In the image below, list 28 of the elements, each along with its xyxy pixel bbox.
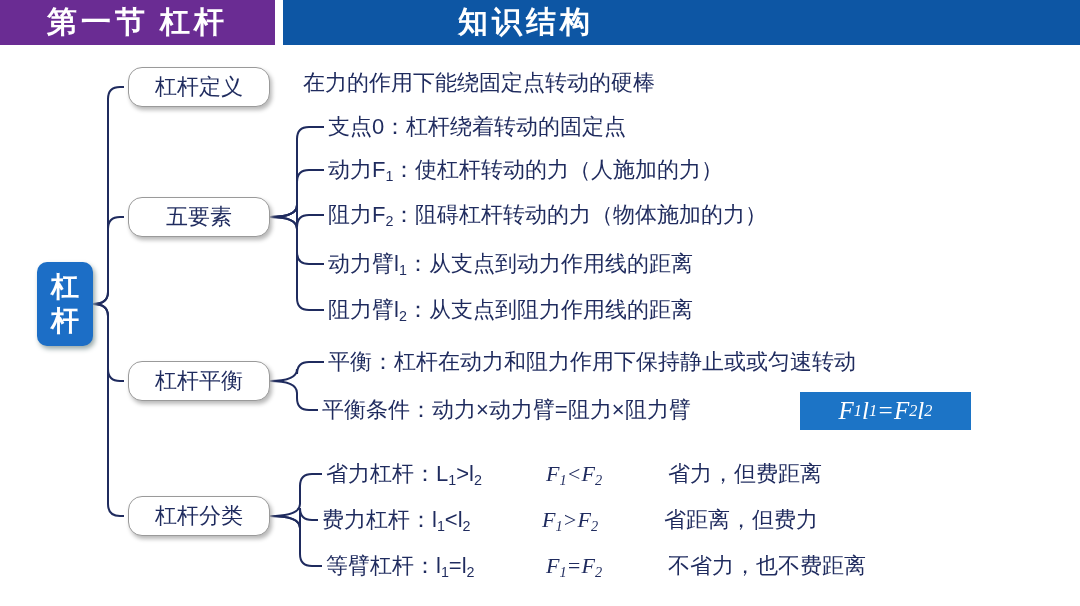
topic-box: 五要素 bbox=[128, 197, 270, 237]
formula-text: F$_{1}$>F$_{2}$ bbox=[542, 506, 599, 535]
topic-box: 杠杆分类 bbox=[128, 496, 270, 536]
definition-text: 阻力F$_{2}$：阻碍杠杆转动的力（物体施加的力） bbox=[328, 200, 768, 230]
formula-text: F$_{1}$<F$_{2}$ bbox=[546, 460, 603, 489]
note-text: 不省力，也不费距离 bbox=[668, 552, 866, 580]
condition-text: 费力杠杆：l$_{1}$<l$_{2}$ bbox=[322, 506, 471, 535]
definition-text: 平衡：杠杆在动力和阻力作用下保持静止或或匀速转动 bbox=[328, 347, 856, 377]
definition-text: 支点0：杠杆绕着转动的固定点 bbox=[328, 112, 627, 142]
note-text: 省力，但费距离 bbox=[668, 460, 822, 488]
connector-line bbox=[269, 380, 319, 411]
formula-text: F$_{1}$=F$_{2}$ bbox=[546, 552, 603, 581]
topic-box: 杠杆 bbox=[37, 262, 93, 346]
connector-line bbox=[269, 515, 323, 567]
definition-text: 动力F$_{1}$：使杠杆转动的力（人施加的力） bbox=[328, 155, 724, 185]
topic-box: 杠杆定义 bbox=[128, 67, 270, 107]
topic-box: 杠杆平衡 bbox=[128, 361, 270, 401]
definition-text: 平衡条件：动力×动力臂=阻力×阻力臂 bbox=[322, 395, 691, 425]
connector-line bbox=[92, 303, 125, 517]
note-text: 省距离，但费力 bbox=[664, 506, 818, 534]
definition-text: 在力的作用下能绕固定点转动的硬棒 bbox=[303, 69, 655, 97]
condition-text: 等臂杠杆：l$_{1}$=l$_{2}$ bbox=[326, 552, 475, 581]
condition-text: 省力杠杆：L$_{1}$>l$_{2}$ bbox=[326, 460, 482, 489]
header-bar: 第一节 杠杆 bbox=[0, 0, 275, 45]
header-bar: 知识结构 bbox=[283, 0, 1080, 45]
connector-line bbox=[269, 216, 325, 311]
definition-text: 阻力臂l$_{2}$：从支点到阻力作用线的距离 bbox=[328, 295, 693, 325]
definition-text: 动力臂l$_{1}$：从支点到动力作用线的距离 bbox=[328, 249, 693, 279]
